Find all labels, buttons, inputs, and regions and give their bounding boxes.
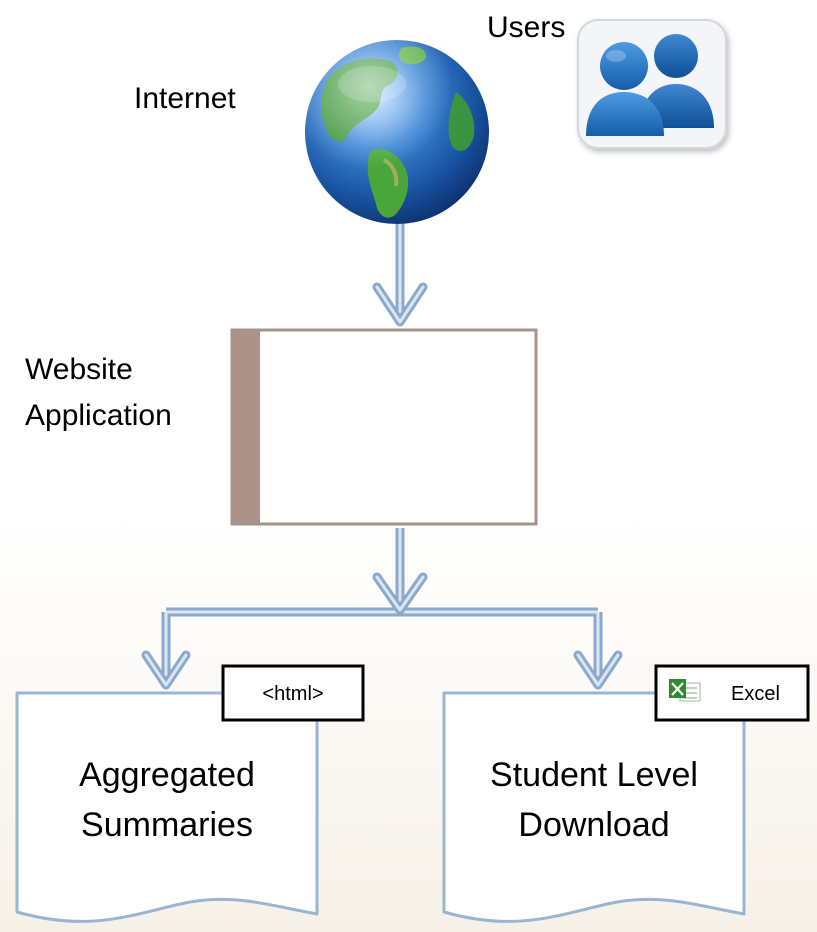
users-label: Users: [487, 11, 565, 44]
globe-icon: [305, 40, 489, 224]
excel-icon: [669, 679, 701, 702]
website-application-box: [230, 328, 538, 526]
connector-website-to-outputs: [141, 528, 623, 690]
aggregated-summaries-line1: Aggregated: [79, 756, 255, 794]
excel-tag-badge: Excel: [654, 664, 810, 722]
website-label-line2: Application: [25, 399, 172, 432]
connector-internet-to-website: [372, 222, 428, 327]
student-level-download-line1: Student Level: [490, 756, 698, 794]
website-label-line1: Website: [25, 353, 133, 386]
student-level-download-document: Student Level Download: [442, 691, 746, 923]
users-icon: [577, 19, 727, 149]
aggregated-summaries-document: Aggregated Summaries: [15, 691, 319, 923]
html-tag-label: <html>: [262, 683, 323, 705]
html-tag-badge: <html>: [221, 664, 365, 722]
student-level-download-line2: Download: [518, 806, 669, 844]
internet-label: Internet: [134, 82, 236, 115]
excel-tag-label: Excel: [731, 683, 780, 705]
aggregated-summaries-line2: Summaries: [81, 806, 253, 844]
